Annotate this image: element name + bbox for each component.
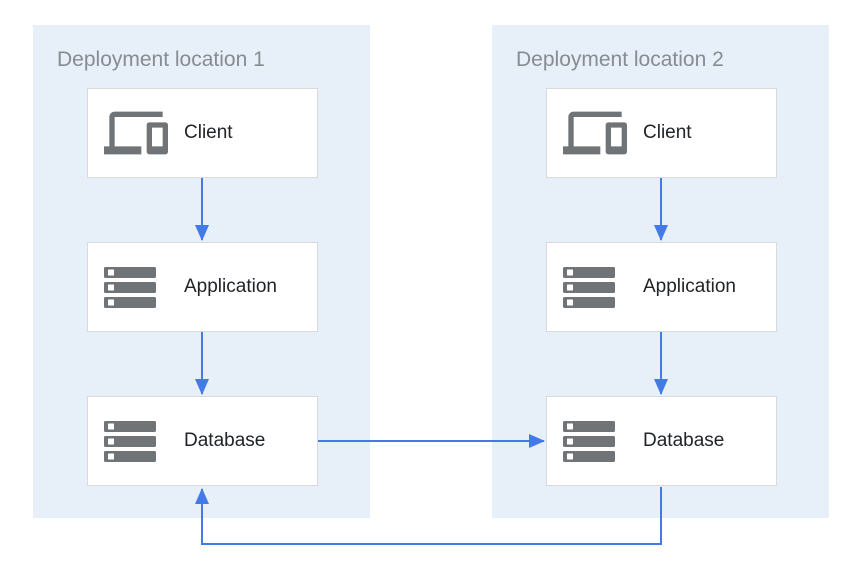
deployment-location-2-title: Deployment location 2: [516, 48, 724, 71]
node-label: Application: [643, 276, 736, 297]
server-stack-icon: [104, 420, 168, 462]
server-stack-icon: [563, 420, 627, 462]
node-label: Database: [184, 430, 266, 451]
node-application-2: Application: [546, 242, 777, 332]
server-stack-icon: [563, 266, 627, 308]
node-label: Client: [643, 122, 692, 143]
node-client-1: Client: [87, 88, 318, 178]
node-label: Client: [184, 122, 233, 143]
node-application-1: Application: [87, 242, 318, 332]
deployment-location-1-title: Deployment location 1: [57, 48, 265, 71]
node-client-2: Client: [546, 88, 777, 178]
devices-icon: [104, 101, 168, 165]
deployment-location-1-container: Deployment location 1 Client: [33, 25, 370, 518]
node-database-1: Database: [87, 396, 318, 486]
deployment-location-2-container: Deployment location 2 Client: [492, 25, 829, 518]
node-label: Database: [643, 430, 725, 451]
node-label: Application: [184, 276, 277, 297]
devices-icon: [563, 101, 627, 165]
node-database-2: Database: [546, 396, 777, 486]
server-stack-icon: [104, 266, 168, 308]
